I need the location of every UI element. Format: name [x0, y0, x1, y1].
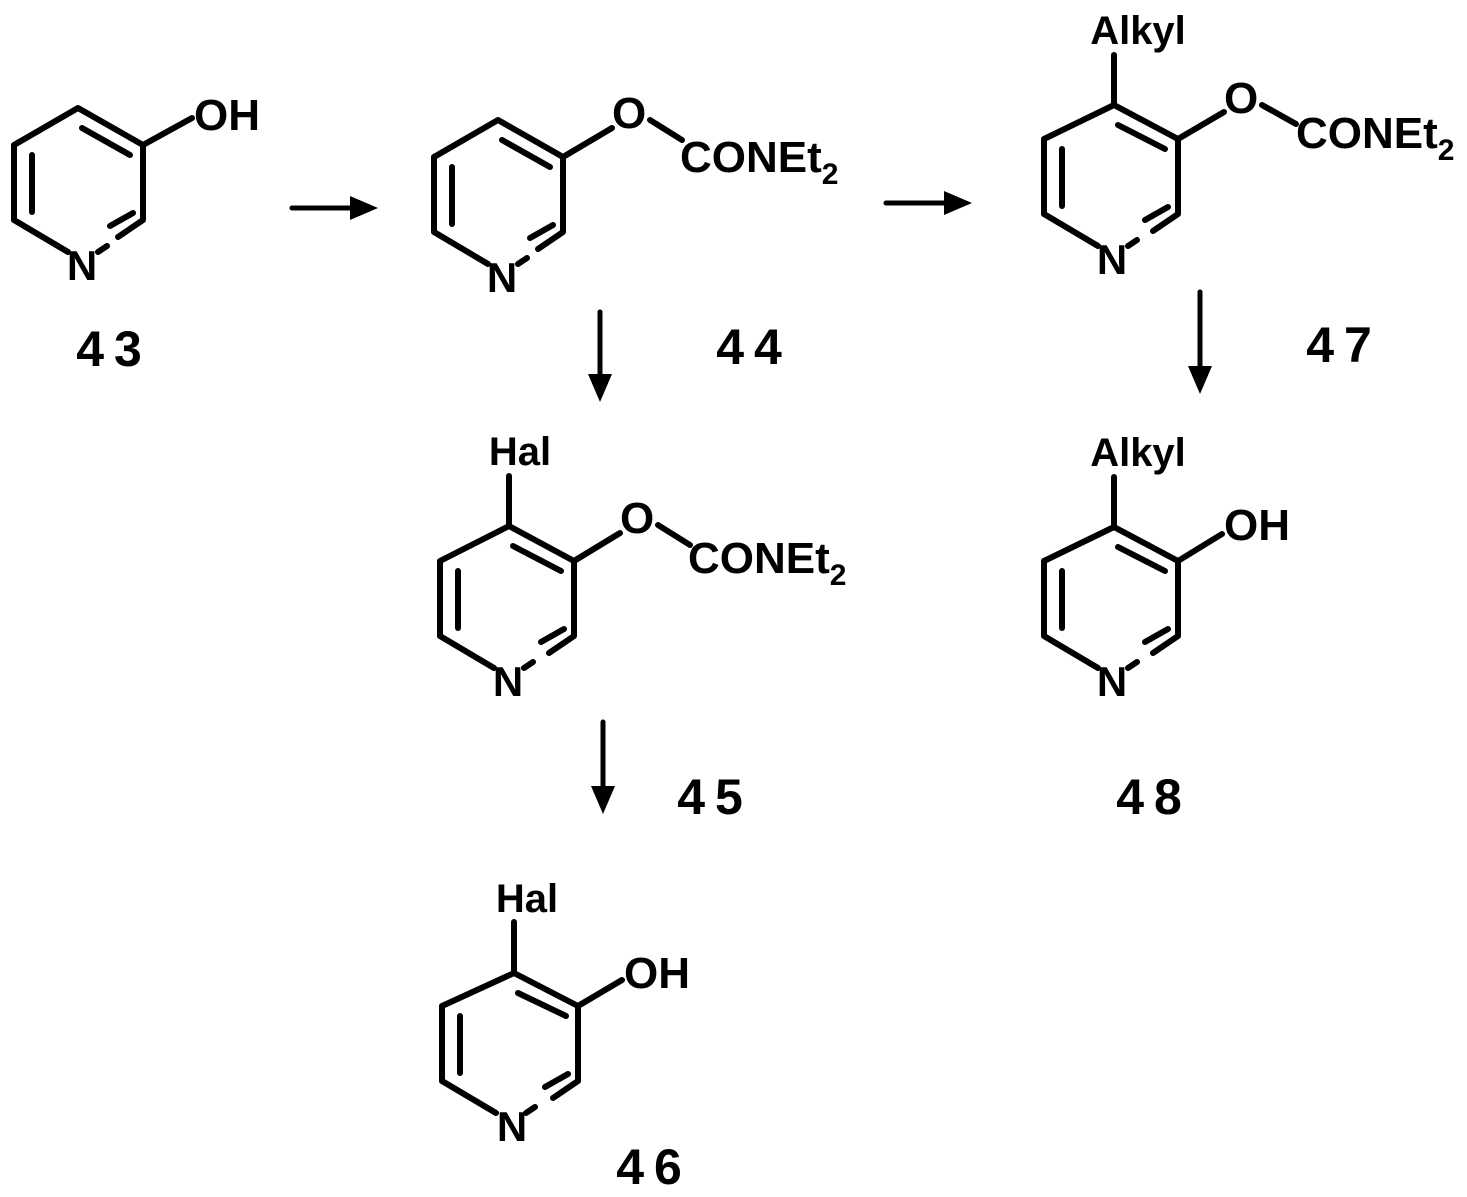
ring-nitrogen-45: N [493, 658, 523, 705]
ester-oxygen-45: O [620, 494, 654, 543]
carbamate-group-47: CONEt2 [1296, 109, 1454, 167]
pyridine-ring-44 [434, 120, 563, 264]
ester-oxygen-bond-45 [574, 533, 620, 561]
pyridine-ring-46 [442, 973, 578, 1113]
compound-46: Hal OH N 46 [442, 877, 692, 1195]
compound-number-43: 43 [76, 321, 152, 377]
carbonyl-bond-44 [650, 120, 682, 140]
carbamate-group-44: CONEt2 [680, 133, 838, 191]
carbamate-group-45: CONEt2 [688, 534, 846, 592]
ring-nitrogen-47: N [1097, 236, 1127, 283]
ring-nitrogen-44: N [487, 254, 517, 301]
compound-number-47: 47 [1306, 317, 1382, 373]
compound-number-48: 48 [1116, 769, 1192, 825]
arrow-47-to-48 [1188, 292, 1212, 394]
hydroxyl-group-48: OH [1224, 501, 1290, 550]
hydroxyl-group-43: OH [194, 91, 260, 140]
hydroxyl-bond-48 [1178, 534, 1222, 561]
ester-oxygen-bond-47 [1178, 112, 1224, 139]
pyridine-ring-45 [440, 526, 574, 668]
ring-nitrogen-46: N [497, 1103, 527, 1150]
hydroxyl-bond-43 [143, 118, 192, 145]
compound-number-45: 45 [677, 769, 753, 825]
compound-number-46: 46 [616, 1139, 692, 1195]
compound-45: Hal O CONEt2 N 45 [440, 430, 846, 825]
arrow-44-to-45 [588, 312, 612, 402]
hydroxyl-group-46: OH [624, 949, 690, 998]
pyridine-ring-47 [1044, 105, 1178, 246]
carbonyl-bond-45 [658, 525, 690, 545]
arrow-45-to-46 [591, 722, 615, 814]
arrow-44-to-47 [886, 191, 972, 215]
compound-47: Alkyl O CONEt2 N 47 [1044, 9, 1454, 373]
ring-nitrogen-43: N [67, 242, 97, 289]
compound-43: OH N 43 [14, 91, 260, 377]
ester-oxygen-47: O [1224, 74, 1258, 123]
alkyl-substituent-48: Alkyl [1090, 431, 1186, 475]
hydroxyl-bond-46 [578, 980, 622, 1006]
ester-oxygen-bond-44 [563, 128, 612, 157]
compound-44: O CONEt2 N 44 [434, 89, 838, 375]
alkyl-substituent-47: Alkyl [1090, 9, 1186, 53]
carbonyl-bond-47 [1262, 105, 1296, 124]
halogen-substituent-45: Hal [489, 430, 551, 474]
halogen-substituent-46: Hal [496, 877, 558, 921]
pyridine-ring-43 [14, 108, 143, 252]
compound-48: Alkyl OH N 48 [1044, 431, 1290, 825]
ester-oxygen-44: O [612, 89, 646, 138]
ring-nitrogen-48: N [1097, 658, 1127, 705]
pyridine-ring-48 [1044, 527, 1178, 668]
arrow-43-to-44 [292, 196, 378, 220]
compound-number-44: 44 [716, 319, 792, 375]
